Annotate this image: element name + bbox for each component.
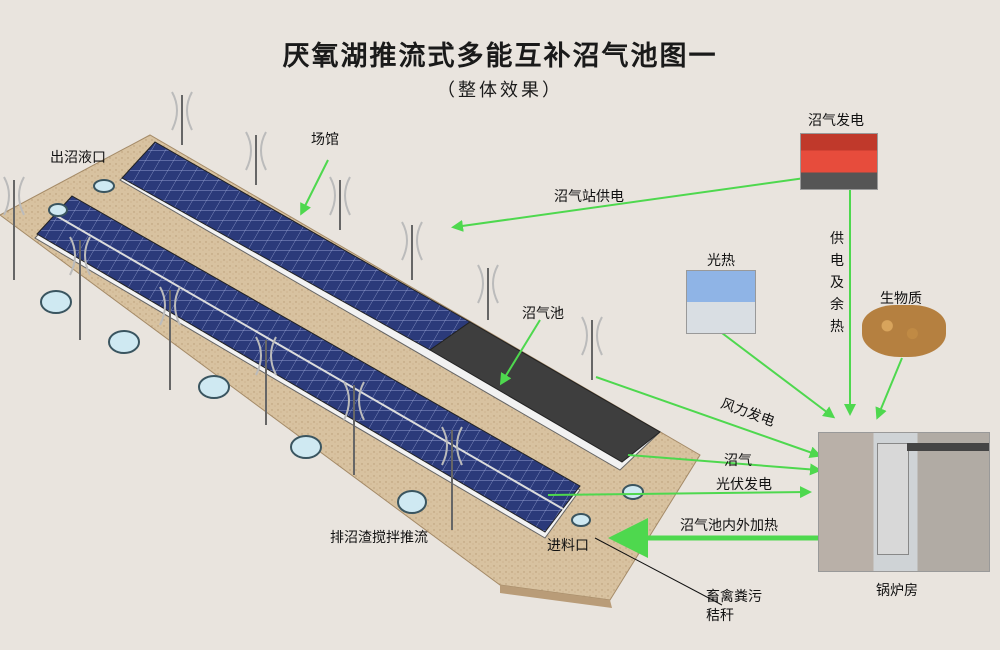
boiler-room-photo bbox=[818, 432, 990, 572]
stir-label: 排沼渣搅拌推流 bbox=[330, 530, 428, 546]
feedstock-straw-label: 秸秆 bbox=[706, 608, 734, 624]
biogas-generator-photo bbox=[800, 133, 878, 190]
diagram-subtitle: （整体效果） bbox=[437, 80, 563, 101]
venue-label: 场馆 bbox=[311, 132, 339, 148]
biogas-generation-label: 沼气发电 bbox=[808, 113, 864, 129]
boiler-room-label: 锅炉房 bbox=[876, 583, 918, 599]
wind-turbines bbox=[3, 91, 603, 530]
solar-thermal-label: 光热 bbox=[707, 253, 735, 269]
biomass-label: 生物质 bbox=[880, 291, 922, 307]
ground-edge bbox=[500, 585, 612, 608]
pv-power-label: 光伏发电 bbox=[716, 477, 772, 493]
digester-label: 沼气池 bbox=[522, 306, 564, 322]
inlet-label: 进料口 bbox=[547, 538, 589, 554]
biomass-pellets-photo bbox=[862, 305, 946, 357]
outlet-wells bbox=[40, 179, 644, 527]
power-heat-label: 供电及余热 bbox=[830, 231, 844, 335]
station-power-label: 沼气站供电 bbox=[554, 189, 624, 205]
feedstock-manure-label: 畜禽粪污 bbox=[706, 589, 762, 605]
flow-arrows bbox=[300, 159, 903, 499]
diagram-title: 厌氧湖推流式多能互补沼气池图一 bbox=[282, 41, 718, 72]
biogas-label: 沼气 bbox=[724, 453, 752, 469]
rear-digester-cover bbox=[429, 321, 661, 463]
solar-thermal-photo bbox=[686, 270, 756, 334]
outlet-label: 出沼液口 bbox=[50, 150, 106, 166]
heating-label: 沼气池内外加热 bbox=[680, 518, 778, 534]
